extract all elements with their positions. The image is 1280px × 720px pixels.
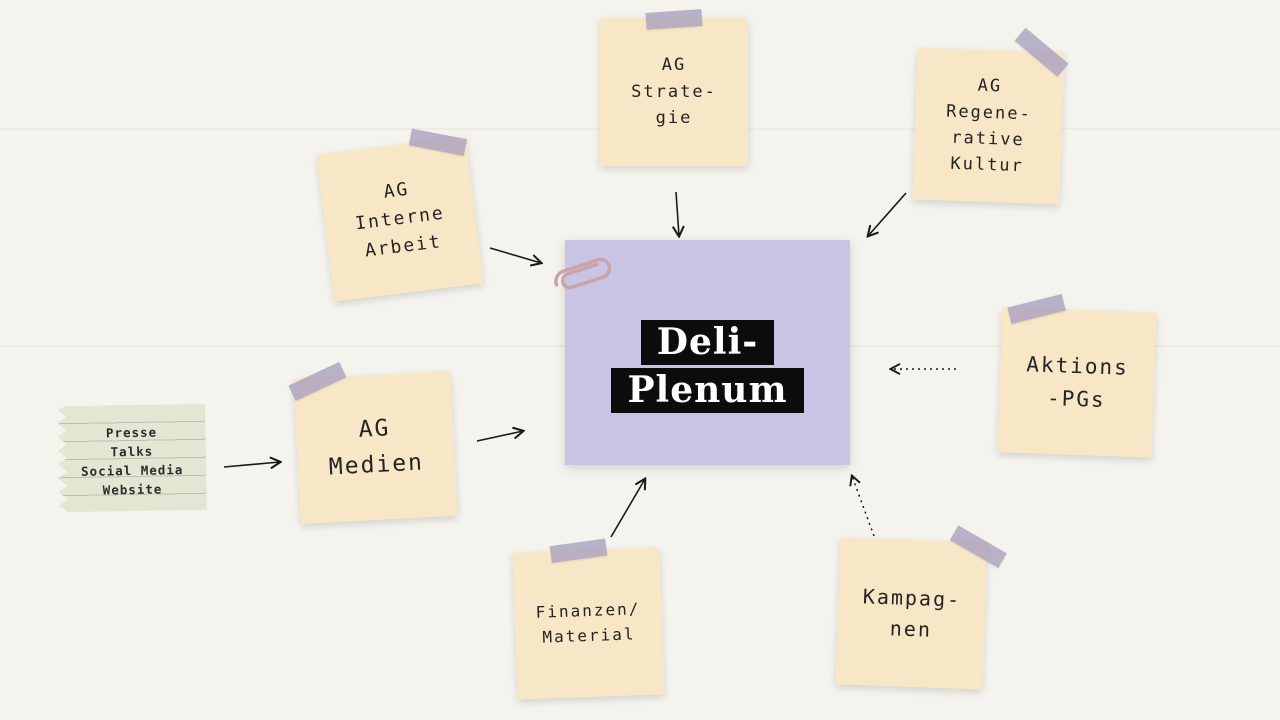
arrow-strategie-to-plenum [676, 191, 679, 236]
notepad-presse-talks[interactable]: Presse Talks Social Media Website [57, 404, 207, 513]
arrow-kampagnen-to-plenum-dotted [852, 476, 875, 537]
tape-icon [1014, 27, 1069, 77]
note-label: AG Medien [328, 415, 425, 480]
tape-icon [1007, 294, 1066, 325]
note-label: Kampag- nen [862, 583, 962, 642]
note-label: AG Regene- rative Kultur [945, 75, 1033, 177]
note-label: AG Interne Arbeit [354, 178, 446, 262]
tape-icon [408, 128, 468, 156]
tape-icon [645, 9, 703, 30]
note-kampagnen[interactable]: Kampag- nen [835, 525, 1007, 690]
arrow-interne-to-plenum [489, 247, 541, 263]
note-ag-interne-arbeit[interactable]: AG Interne Arbeit [316, 128, 484, 302]
note-ag-regenerative-kultur[interactable]: AG Regene- rative Kultur [912, 27, 1069, 205]
deli-plenum-title: Deli- Plenum [611, 319, 804, 414]
tape-icon [549, 538, 608, 564]
arrow-regenerative-to-plenum [868, 192, 907, 236]
tape-icon [949, 525, 1007, 569]
central-note-deli-plenum[interactable]: Deli- Plenum [565, 240, 850, 465]
paperclip-icon [538, 241, 631, 312]
note-ag-strategie[interactable]: AG Strate- gie [600, 9, 748, 166]
note-label: AG Strate- gie [631, 55, 717, 129]
note-ag-medien[interactable]: AG Medien [288, 361, 458, 525]
note-label: Finanzen/ Material [535, 598, 641, 647]
arrow-medien-to-plenum [476, 431, 523, 442]
note-finanzen-material[interactable]: Finanzen/ Material [512, 538, 665, 700]
arrow-finanzen-to-plenum [610, 479, 645, 538]
note-aktions-pgs[interactable]: Aktions -PGs [997, 294, 1157, 458]
tape-icon [288, 361, 347, 401]
note-label: Aktions -PGs [1025, 352, 1130, 412]
title-line-2: Plenum [611, 368, 804, 414]
notepad-label: Presse Talks Social Media Website [80, 424, 184, 498]
title-line-1: Deli- [640, 319, 775, 365]
arrow-notepad-to-medien [223, 462, 280, 467]
